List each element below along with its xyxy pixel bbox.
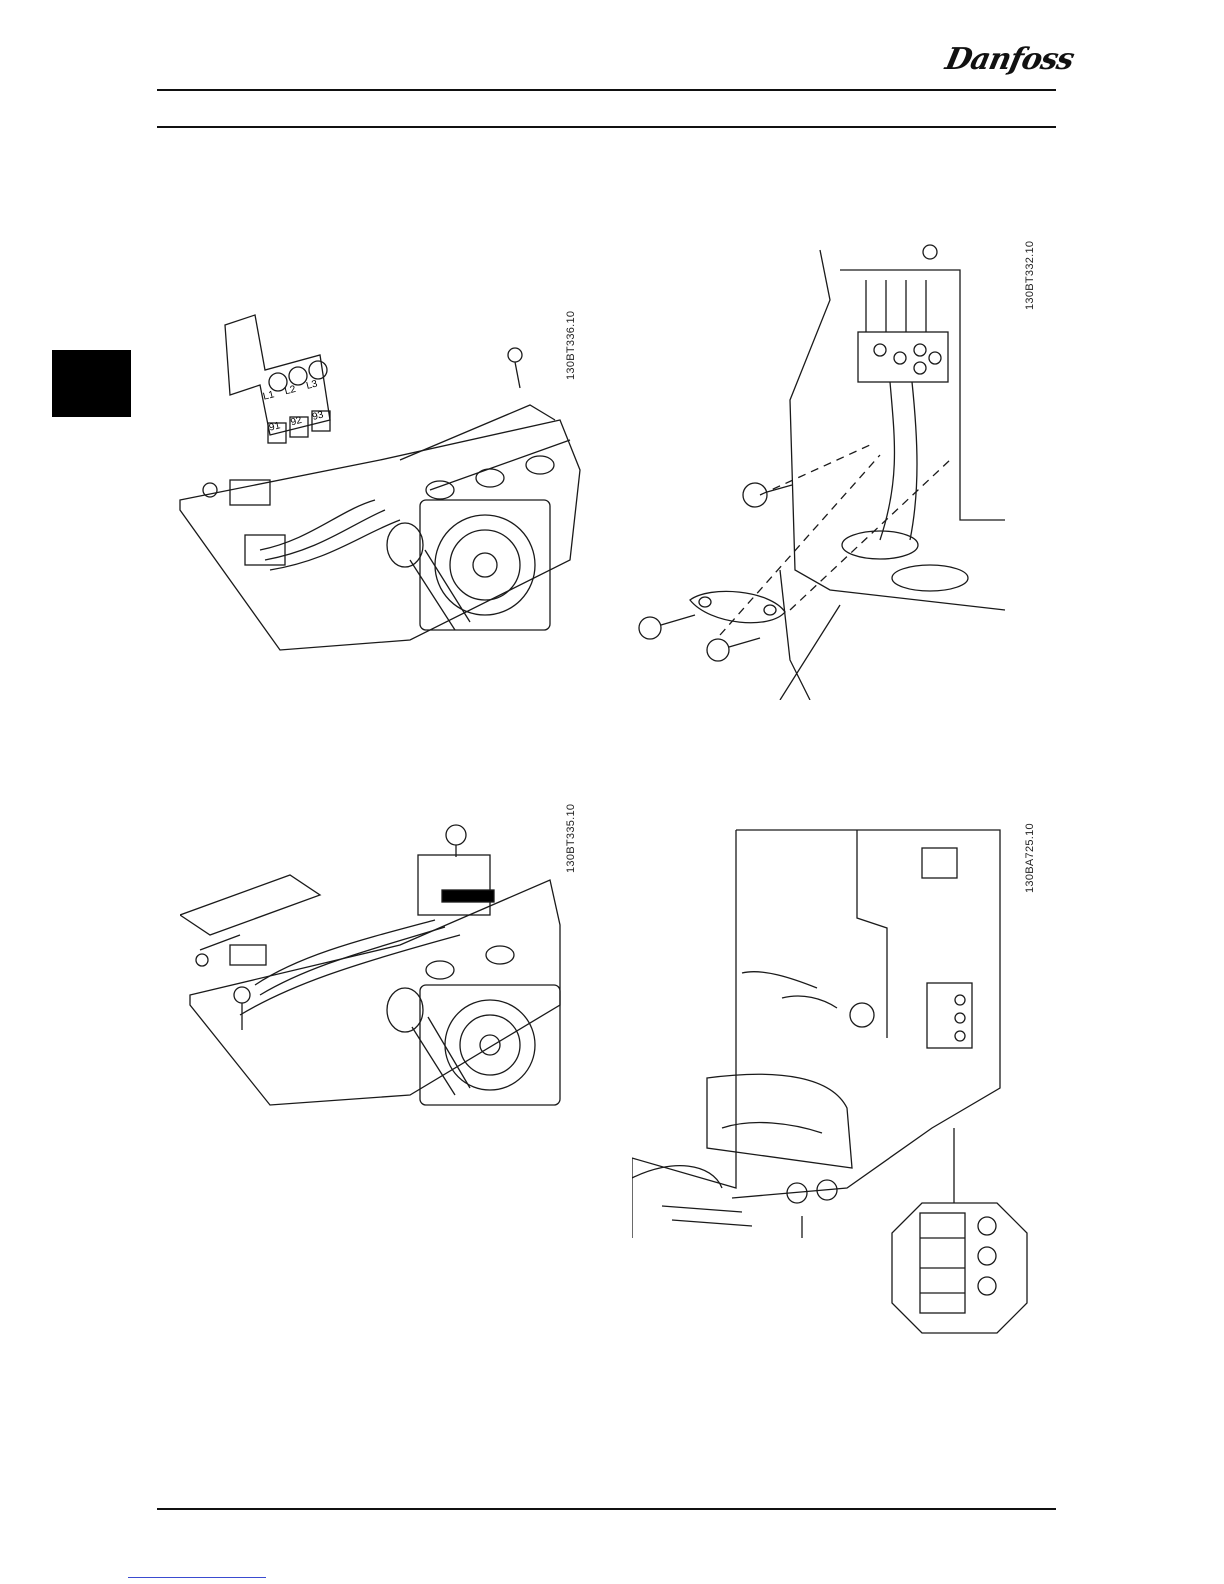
figure-cable-clamp-earthing [630, 240, 1020, 700]
chapter-tab-marker [52, 350, 131, 417]
figure-code-label: 130BA725.10 [1024, 823, 1036, 893]
figure-mains-disconnect-wiring [180, 805, 580, 1115]
footer-link-underline[interactable] [128, 1577, 266, 1578]
header-rule-top [157, 89, 1056, 91]
figure-code-label: 130BT335.10 [565, 804, 577, 873]
footer-rule [157, 1508, 1056, 1510]
header-rule-bottom [157, 126, 1056, 128]
figure-code-label: 130BT336.10 [565, 311, 577, 380]
figure-mains-terminal-connection [170, 310, 590, 660]
danfoss-logo: Danfoss [946, 42, 1058, 82]
figure-code-label: 130BT332.10 [1024, 241, 1036, 310]
figure-terminal-detail-callout [632, 828, 1042, 1338]
